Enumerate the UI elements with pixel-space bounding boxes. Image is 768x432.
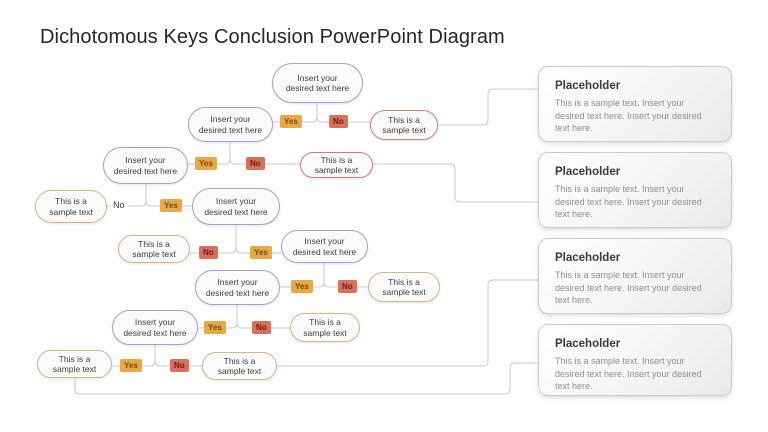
result-node-label: sample text (49, 206, 93, 217)
decision-node-label: Insert your (297, 72, 338, 83)
decision-node-label: desired text here (198, 124, 263, 135)
decision-node-label: Insert your (134, 317, 176, 328)
placeholder-heading: Placeholder (555, 252, 621, 264)
placeholder-card: Placeholder This is a sample text. Inser… (538, 238, 732, 314)
result-node-label: This is a (138, 238, 170, 249)
result-node-label: sample text (314, 165, 359, 175)
result-node-label: sample text (382, 125, 426, 135)
placeholder-body: This is a sample text. Insert your desir… (555, 98, 702, 134)
no-label: No (110, 200, 128, 211)
result-node-label: This is a (309, 317, 341, 328)
yes-badge: Yes (195, 157, 217, 170)
result-node-label: sample text (382, 287, 426, 297)
result-node-label: This is a (388, 276, 420, 287)
placeholder-heading: Placeholder (555, 80, 621, 92)
result-node-label: sample text (132, 249, 176, 259)
placeholder-card: Placeholder This is a sample text. Inser… (538, 66, 732, 142)
decision-node-label: Insert your (210, 114, 251, 125)
decision-node-label: desired text here (113, 165, 178, 176)
decision-node-label: desired text here (205, 287, 270, 298)
yes-badge: Yes (204, 321, 226, 334)
result-node-label: This is a (55, 196, 87, 207)
slide-title: Dichotomous Keys Conclusion PowerPoint D… (40, 26, 505, 48)
yes-badge: Yes (291, 280, 313, 293)
result-node-label: sample text (52, 364, 97, 374)
decision-node-label: Insert your (304, 236, 345, 247)
decision-node-label: Insert your (125, 155, 166, 166)
placeholder-body: This is a sample text. Insert your desir… (555, 356, 702, 392)
result-node-label: This is a (320, 154, 353, 165)
yes-badge: Yes (120, 359, 142, 372)
decision-node-label: desired text here (204, 206, 268, 217)
placeholder-heading: Placeholder (555, 166, 621, 178)
result-node-label: This is a (388, 114, 420, 125)
no-badge: No (199, 246, 218, 259)
decision-node-label: desired text here (292, 246, 357, 257)
no-badge: No (170, 359, 189, 372)
yes-badge: Yes (250, 246, 272, 259)
result-node-label: sample text (303, 327, 347, 338)
decision-node-label: desired text here (123, 327, 187, 338)
yes-badge: Yes (160, 199, 182, 212)
decision-node-label: Insert your (217, 277, 258, 288)
result-node-label: This is a (58, 353, 91, 364)
result-node-label: This is a (223, 355, 256, 366)
placeholder-heading: Placeholder (555, 338, 621, 350)
placeholder-body: This is a sample text. Insert your desir… (555, 184, 702, 220)
yes-badge: Yes (280, 115, 302, 128)
placeholder-card: Placeholder This is a sample text. Inser… (538, 152, 732, 228)
decision-node-label: Insert your (215, 196, 257, 207)
placeholder-card: Placeholder This is a sample text. Inser… (538, 324, 732, 396)
placeholder-body: This is a sample text. Insert your desir… (555, 270, 702, 306)
no-badge: No (246, 157, 265, 170)
no-badge: No (252, 321, 271, 334)
no-badge: No (338, 280, 357, 293)
result-node-label: sample text (217, 366, 262, 376)
no-badge: No (329, 115, 348, 128)
decision-node-label: desired text here (285, 83, 350, 93)
